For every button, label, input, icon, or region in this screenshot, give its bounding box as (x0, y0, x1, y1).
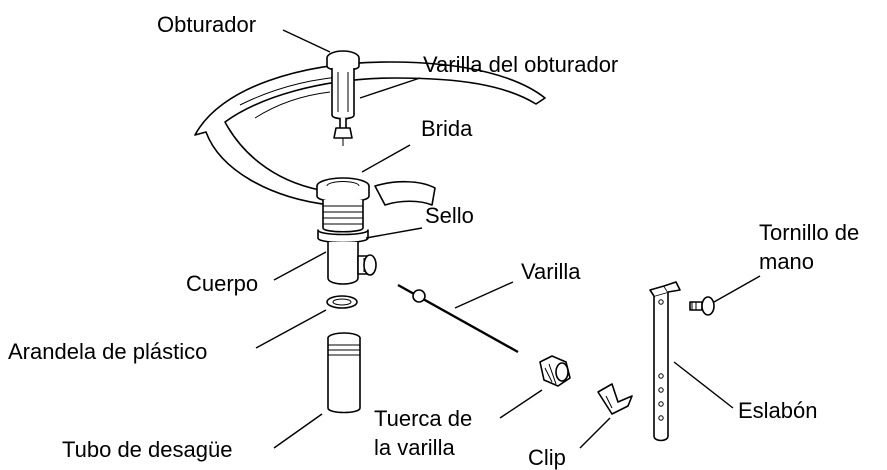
label-thumbscrew-line1: Tornillo de (759, 220, 859, 245)
label-stopper: Obturador (157, 12, 256, 37)
extension-strap (649, 281, 681, 442)
label-body: Cuerpo (186, 271, 258, 296)
plastic-washer (326, 295, 358, 309)
label-plastic-washer: Arandela de plástico (8, 339, 207, 364)
label-seal: Sello (425, 203, 474, 228)
thumb-screw (689, 296, 715, 316)
label-tailpiece: Tubo de desagüe (62, 437, 232, 462)
label-thumbscrew-line2: mano (759, 249, 814, 274)
stopper (326, 50, 360, 146)
rod-nut (539, 355, 571, 387)
label-clip: Clip (528, 445, 566, 470)
leader-lines (255, 29, 761, 449)
pivot-rod (397, 283, 519, 354)
clip (597, 383, 633, 415)
tailpiece (327, 332, 361, 414)
label-rod-nut-line1: Tuerca de (374, 406, 472, 431)
label-flange: Brida (421, 116, 473, 141)
label-strap: Eslabón (738, 398, 818, 423)
drain-body (316, 177, 377, 285)
label-stopper-rod: Varilla del obturador (423, 52, 618, 77)
sink-basin (194, 61, 546, 206)
label-rod-nut-line2: la varilla (374, 435, 455, 460)
label-rod: Varilla (521, 259, 581, 284)
